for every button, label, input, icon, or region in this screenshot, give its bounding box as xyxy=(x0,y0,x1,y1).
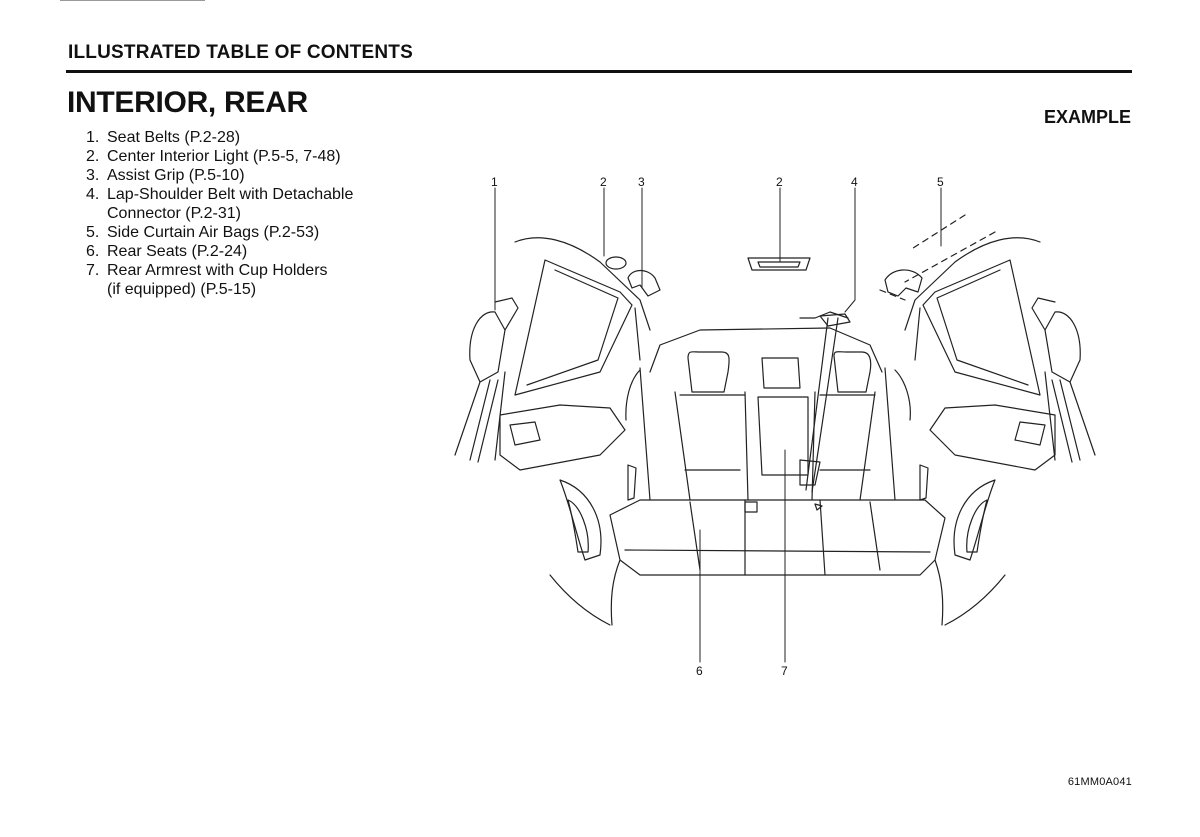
list-item: 4. Lap-Shoulder Belt with Detachable Con… xyxy=(86,185,353,223)
item-text: Lap-Shoulder Belt with Detachable xyxy=(107,186,354,203)
item-number: 5. xyxy=(86,224,100,241)
callout-4: 4 xyxy=(851,175,858,189)
list-item: 7. Rear Armrest with Cup Holders (if equ… xyxy=(86,261,353,299)
callout-2-left: 2 xyxy=(600,175,607,189)
item-number: 2. xyxy=(86,148,100,165)
right-side-cabin xyxy=(904,237,1056,626)
callout-1: 1 xyxy=(491,175,498,189)
item-number: 4. xyxy=(86,186,100,203)
left-seat-belt xyxy=(454,297,519,463)
right-seat-belt xyxy=(1031,297,1096,463)
leader-lines xyxy=(494,187,942,663)
item-text-continued: Connector (P.2-31) xyxy=(107,205,241,222)
figure-code: 61MM0A041 xyxy=(1067,776,1132,788)
left-side-cabin xyxy=(499,237,651,626)
callout-2-center: 2 xyxy=(776,175,783,189)
list-item: 5. Side Curtain Air Bags (P.2-53) xyxy=(86,223,353,242)
callout-3: 3 xyxy=(638,175,645,189)
item-number: 3. xyxy=(86,167,100,184)
roof-fixtures xyxy=(605,256,923,319)
seat-cushion xyxy=(609,499,946,576)
page-title: INTERIOR, REAR xyxy=(67,86,308,119)
top-edge-rule xyxy=(60,0,205,1)
list-item: 3. Assist Grip (P.5-10) xyxy=(86,166,353,185)
item-text: Seat Belts (P.2-28) xyxy=(107,129,241,146)
rear-interior-illustration: 1 2 3 2 4 5 6 7 xyxy=(454,175,1096,678)
contents-list: 1. Seat Belts (P.2-28) 2. Center Interio… xyxy=(86,128,353,299)
item-number: 7. xyxy=(86,262,100,279)
center-headrest xyxy=(761,357,801,389)
list-item: 1. Seat Belts (P.2-28) xyxy=(86,128,353,147)
example-label: EXAMPLE xyxy=(1043,107,1131,127)
center-interior-light-left xyxy=(605,256,627,270)
callout-7: 7 xyxy=(781,664,788,678)
item-text-continued: (if equipped) (P.5-15) xyxy=(107,281,257,298)
right-headrest xyxy=(833,351,872,393)
list-item: 6. Rear Seats (P.2-24) xyxy=(86,242,353,261)
callout-6: 6 xyxy=(696,664,703,678)
item-number: 1. xyxy=(86,129,100,146)
item-number: 6. xyxy=(86,243,100,260)
rear-seat xyxy=(609,327,946,626)
item-text: Rear Armrest with Cup Holders xyxy=(107,262,328,279)
list-item: 2. Center Interior Light (P.5-5, 7-48) xyxy=(86,147,353,166)
center-interior-light xyxy=(747,257,811,271)
center-lap-shoulder-belt xyxy=(799,313,851,493)
curtain-airbag-lines xyxy=(879,214,996,301)
left-headrest xyxy=(687,351,730,393)
item-text: Rear Seats (P.2-24) xyxy=(107,243,248,260)
item-text: Side Curtain Air Bags (P.2-53) xyxy=(107,224,320,241)
item-text: Assist Grip (P.5-10) xyxy=(107,167,245,184)
assist-grip-left xyxy=(627,269,661,297)
callout-5: 5 xyxy=(937,175,944,189)
item-text: Center Interior Light (P.5-5, 7-48) xyxy=(107,148,341,165)
section-header: ILLUSTRATED TABLE OF CONTENTS xyxy=(68,42,413,63)
assist-grip-right xyxy=(884,269,923,297)
header-divider xyxy=(66,70,1132,73)
